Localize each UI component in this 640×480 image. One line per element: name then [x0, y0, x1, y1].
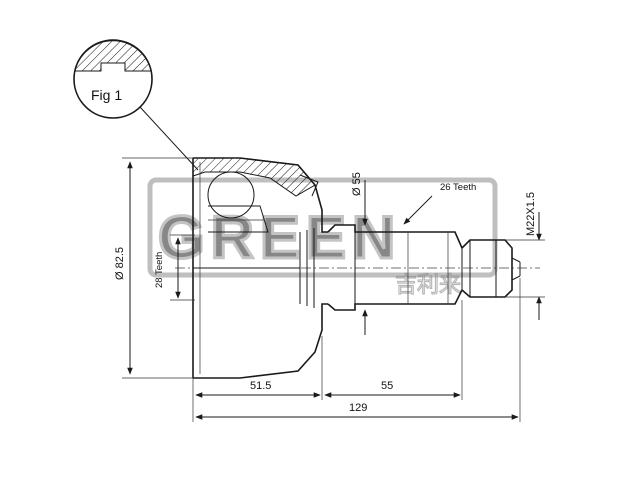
- threaded-stub: [461, 239, 513, 298]
- shaft-top: [327, 224, 463, 249]
- cage-section: [208, 205, 269, 233]
- bell-length-label: 51.5: [250, 380, 271, 392]
- watermark-frame: [147, 177, 498, 278]
- shaft-bottom: [327, 289, 463, 311]
- total-length-label: 129: [349, 402, 367, 414]
- inner-spline-teeth-label: 28 Teeth: [154, 252, 165, 288]
- dimensions: Ø 82.5 28 Teeth Ø 55 26 Teeth M22X1.5 51…: [114, 157, 545, 422]
- outer-spline-leader: [403, 195, 433, 225]
- ball-bearing: [207, 171, 255, 219]
- watermark-brand-cn: 吉利来: [395, 273, 461, 298]
- brand-watermark: GREEN 吉利来: [147, 177, 498, 299]
- figure-label: Fig 1: [91, 87, 122, 103]
- thread-label: M22X1.5: [525, 192, 537, 236]
- overall-diameter-label: Ø 82.5: [114, 247, 126, 280]
- bell-housing-bottom: [193, 303, 328, 379]
- outer-spline-teeth-label: 26 Teeth: [440, 182, 476, 193]
- detail-leader-line: [139, 106, 199, 171]
- seal-diameter-label: Ø 55: [351, 172, 363, 196]
- detail-callout: Fig 1: [73, 39, 199, 171]
- cv-joint-part: [175, 157, 540, 379]
- boot-clamp: [299, 174, 319, 197]
- cut-away-section: [192, 157, 316, 197]
- detail-circle: [73, 39, 153, 119]
- watermark-brand: GREEN: [158, 204, 401, 271]
- detail-hatched-section: [74, 40, 152, 72]
- shaft-length-label: 55: [381, 380, 393, 392]
